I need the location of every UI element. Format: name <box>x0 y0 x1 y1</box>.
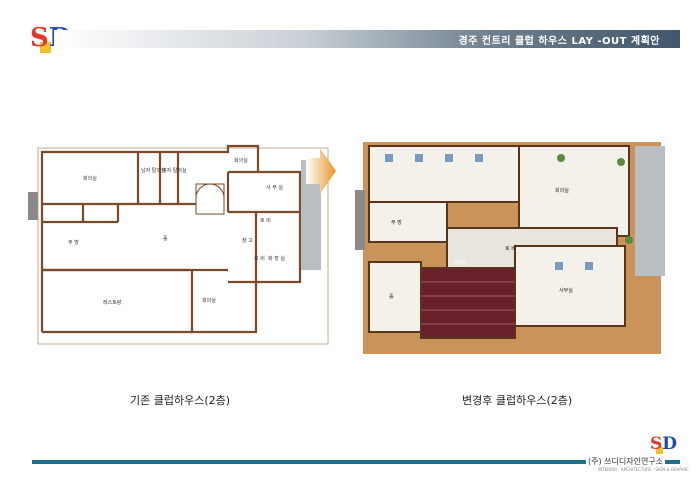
room-label: 로 비 <box>254 255 265 262</box>
room-label: 로 비 <box>505 245 516 252</box>
room-label: 홀 <box>389 293 394 300</box>
room-label: 사 무 실 <box>266 184 283 191</box>
room-label: 창 고 <box>242 237 253 244</box>
room-label: 회의실 <box>202 297 216 304</box>
room-label: 회의실 <box>234 157 248 164</box>
company-tagline: INTERIOR · ARCHITECTURE · SIGN & GRAPHIC <box>598 467 689 472</box>
company-logo-bottom: SD <box>650 434 678 454</box>
existing-floor-plan: 회의실 남자 탈의실 여자 탈의실 회의실 사 무 실 로 비 주 방 홀 창 … <box>28 132 338 357</box>
footer-divider <box>32 460 680 464</box>
page-title: 경주 컨트리 클럽 하우스 LAY -OUT 계획안 <box>458 36 660 47</box>
room-label: 로 비 <box>260 217 271 224</box>
room-label: 홀 <box>163 235 168 242</box>
room-label: 회의실 <box>83 175 97 182</box>
header-bar: 경주 컨트리 클럽 하우스 LAY -OUT 계획안 <box>54 30 680 48</box>
existing-plan-caption: 기존 클럽하우스(2층) <box>130 394 231 407</box>
room-label: 여자 탈의실 <box>162 167 187 174</box>
company-name: (주) 쓰디디자인연구소 <box>586 456 666 467</box>
modified-plan-caption: 변경후 클럽하우스(2층) <box>462 394 573 407</box>
room-label: 사무실 <box>559 287 573 294</box>
modified-floor-plan: 주 방 홀 로 비 연회장 회의실 사무실 <box>355 132 675 357</box>
room-label: 화 장 실 <box>268 255 285 262</box>
room-label: 레스토랑 <box>103 299 122 306</box>
room-label: 회의실 <box>555 187 569 194</box>
transition-arrow-icon <box>306 148 336 198</box>
room-label: 연회장 <box>453 259 467 266</box>
room-label: 남자 탈의실 <box>141 167 166 174</box>
room-label: 주 방 <box>68 239 79 246</box>
room-label: 주 방 <box>391 219 402 226</box>
